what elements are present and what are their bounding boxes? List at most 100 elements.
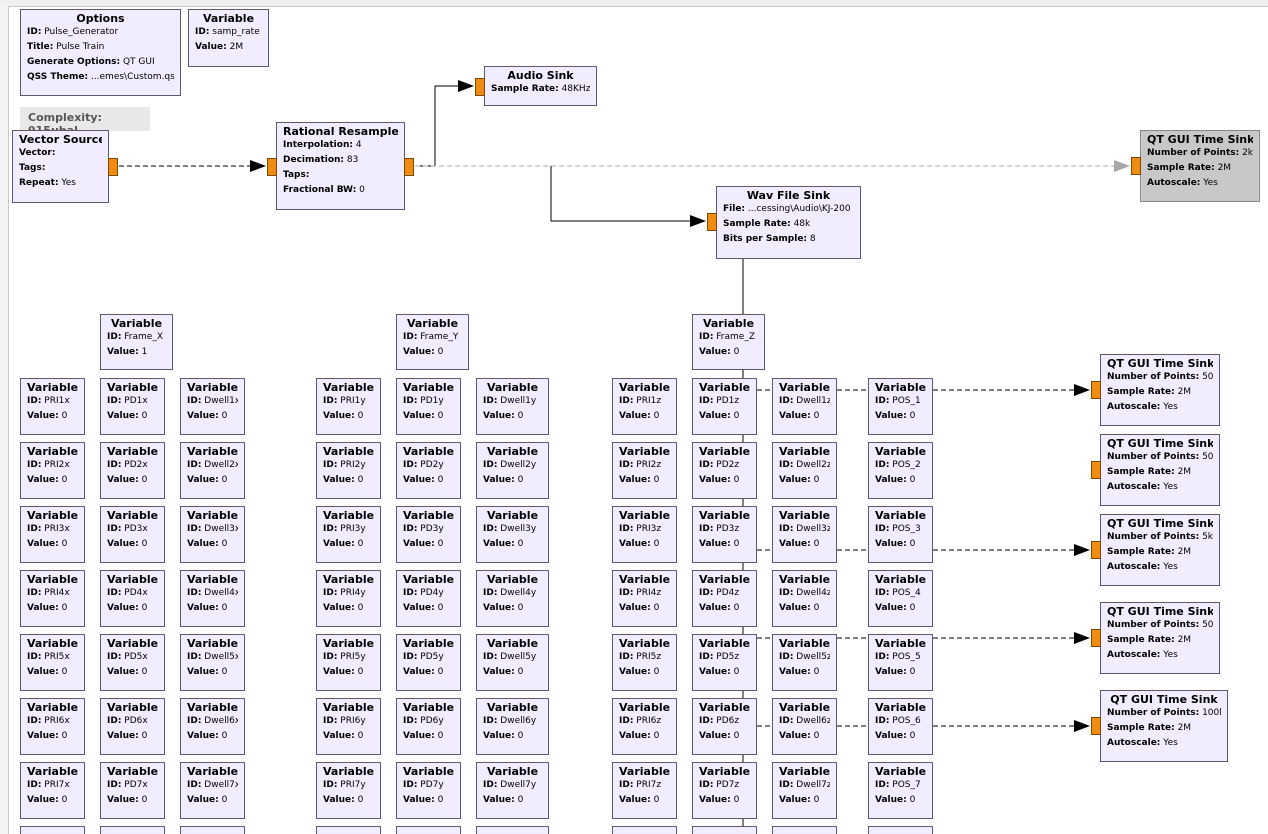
- grid-variable-partial[interactable]: [612, 826, 677, 834]
- input-port[interactable]: [267, 158, 277, 176]
- grid-variable-partial[interactable]: [772, 826, 837, 834]
- grid-variable-partial[interactable]: [396, 826, 461, 834]
- input-port[interactable]: [1091, 717, 1101, 735]
- grid-variable-partial[interactable]: [20, 826, 85, 834]
- input-port[interactable]: [1091, 541, 1101, 559]
- grid-variable-partial[interactable]: [868, 826, 933, 834]
- output-port[interactable]: [108, 158, 118, 176]
- grid-variable-partial[interactable]: [180, 826, 245, 834]
- input-port[interactable]: [1091, 461, 1101, 479]
- grid-variable-partial[interactable]: [316, 826, 381, 834]
- input-port[interactable]: [1131, 157, 1141, 175]
- output-port[interactable]: [404, 158, 414, 176]
- grid-variable-partial[interactable]: [692, 826, 757, 834]
- input-port[interactable]: [475, 78, 485, 96]
- input-port[interactable]: [1091, 381, 1101, 399]
- input-port[interactable]: [1091, 629, 1101, 647]
- grid-variable-partial[interactable]: [100, 826, 165, 834]
- input-port[interactable]: [707, 213, 717, 231]
